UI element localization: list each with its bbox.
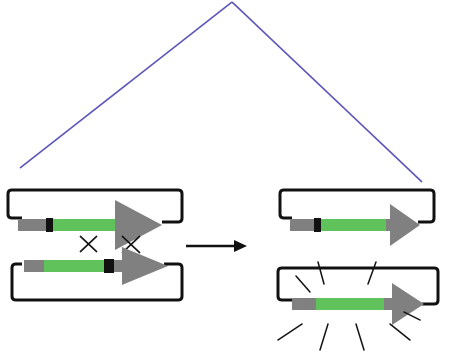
right-construct-1-loop xyxy=(278,188,436,224)
gene-arrowhead xyxy=(115,200,162,250)
gene-body xyxy=(44,260,104,272)
black-marker xyxy=(46,218,53,232)
left-construct-1-loop xyxy=(6,188,184,224)
gene-arrowhead xyxy=(384,283,424,325)
promoter-segment xyxy=(290,219,314,231)
gene-arrowhead xyxy=(386,204,420,246)
crossover-mark-1 xyxy=(79,235,98,253)
connector-line-right xyxy=(231,1,423,183)
gene-body xyxy=(316,298,386,310)
right-panel xyxy=(276,188,440,351)
left-construct-2-loop xyxy=(10,262,184,302)
left-construct-1 xyxy=(18,200,162,250)
black-marker xyxy=(104,259,114,273)
left-panel xyxy=(6,188,184,302)
promoter-segment xyxy=(292,298,316,310)
right-arrow-icon xyxy=(186,240,247,252)
top-source-shadow xyxy=(126,0,338,10)
gene-body xyxy=(321,219,388,231)
promoter-segment xyxy=(18,219,46,231)
gene-body xyxy=(53,219,121,231)
glow-lines xyxy=(277,261,421,351)
black-marker xyxy=(314,218,321,232)
right-construct-2-loop xyxy=(276,266,440,306)
gene-arrowhead xyxy=(114,247,168,285)
connector-line-left xyxy=(19,1,233,169)
right-construct-1 xyxy=(290,204,420,246)
right-construct-2 xyxy=(292,283,424,325)
promoter-segment xyxy=(24,260,44,272)
left-construct-2 xyxy=(24,247,168,285)
